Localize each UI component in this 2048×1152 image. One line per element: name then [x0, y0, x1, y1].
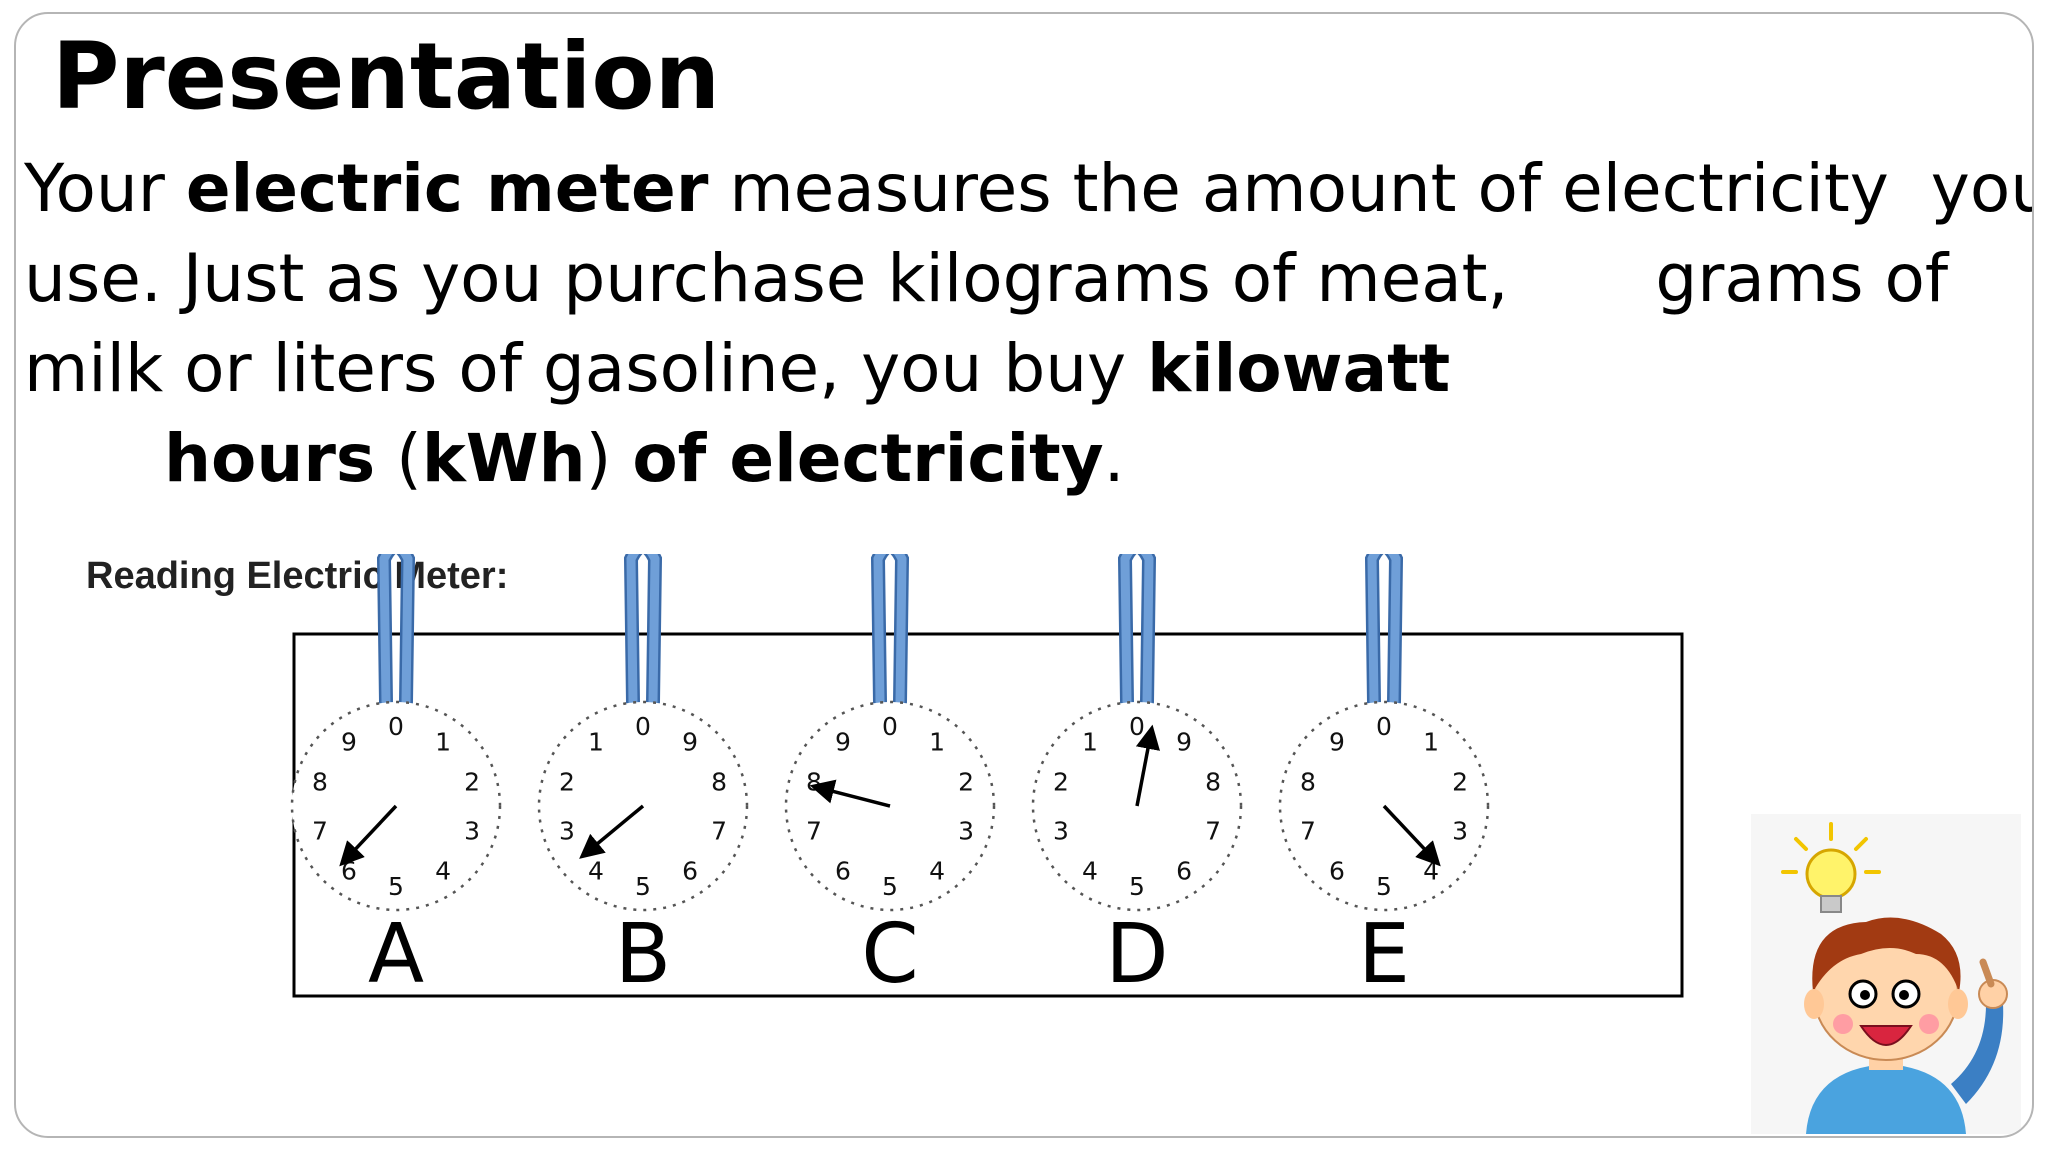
dial-number: 8 [1205, 767, 1221, 796]
dial-number: 5 [1129, 872, 1145, 901]
dial-number: 1 [1082, 727, 1098, 756]
dial-number: 9 [682, 727, 698, 756]
dial-number: 7 [806, 817, 822, 846]
dial-number: 6 [682, 857, 698, 886]
dials-group: 0123456789A0987654321B0123456789C0987654… [290, 554, 1490, 1002]
dial-number: 3 [464, 817, 480, 846]
dial-letter-label: C [861, 907, 918, 1002]
paragraph-line-2: use. Just as you purchase kilograms of m… [24, 240, 1949, 317]
dial-number: 4 [1082, 857, 1098, 886]
dial-number: 5 [882, 872, 898, 901]
dial-number: 7 [312, 817, 328, 846]
wire-loop [379, 554, 413, 707]
dial-number: 9 [1329, 727, 1345, 756]
dial-number: 3 [1053, 817, 1069, 846]
dial-number: 8 [806, 767, 822, 796]
dial-number: 3 [1452, 817, 1468, 846]
dial-number: 5 [635, 872, 651, 901]
dial-number: 8 [312, 767, 328, 796]
wire-loop [873, 554, 907, 707]
text-segment: ( [375, 420, 422, 497]
dial-number: 7 [1205, 817, 1221, 846]
dial-number: 2 [1053, 767, 1069, 796]
dial-number: 9 [1176, 727, 1192, 756]
text-segment: measures the amount of electricity you [708, 150, 2034, 227]
slide-paragraph: Your electric meter measures the amount … [24, 144, 2034, 504]
dial-number: 6 [1176, 857, 1192, 886]
dial-number: 8 [711, 767, 727, 796]
dial-number: 8 [1300, 767, 1316, 796]
dial-number: 3 [958, 817, 974, 846]
dial-number: 4 [588, 857, 604, 886]
bold-term-of-electricity: of electricity [632, 420, 1104, 497]
dial-number: 7 [711, 817, 727, 846]
dial-number: 6 [1329, 857, 1345, 886]
meter-dial-c: 0 12 34 5 67 89C [784, 554, 996, 1002]
dial-number: 2 [1452, 767, 1468, 796]
dial-number: 7 [1300, 817, 1316, 846]
dial-letter-label: B [615, 907, 671, 1002]
meter-heading: Reading Electric Meter: [86, 555, 508, 597]
dial-pointer [1135, 724, 1160, 807]
dial-number: 2 [464, 767, 480, 796]
dial-number: 0 [1129, 712, 1145, 741]
dial-number: 0 [1376, 712, 1392, 741]
dial-number: 5 [1376, 872, 1392, 901]
bold-term-kwh: kWh [421, 420, 586, 497]
dial-number: 1 [588, 727, 604, 756]
dial-number: 4 [435, 857, 451, 886]
dial-number: 0 [882, 712, 898, 741]
electric-meter-diagram: Reading Electric Meter: 0123456789A09876… [86, 554, 1684, 1002]
dial-number: 6 [835, 857, 851, 886]
dial-number: 1 [929, 727, 945, 756]
dial-number: 1 [435, 727, 451, 756]
dial-number: 1 [1423, 727, 1439, 756]
dial-number: 9 [341, 727, 357, 756]
text-segment: . [1103, 420, 1125, 497]
wire-loop [626, 554, 660, 707]
dial-number: 2 [958, 767, 974, 796]
dial-number: 2 [559, 767, 575, 796]
meter-dial-d: 0 98 76 5 43 21D [1031, 554, 1243, 1002]
dial-letter-label: A [368, 907, 424, 1002]
dial-number: 5 [388, 872, 404, 901]
dial-number: 9 [835, 727, 851, 756]
bold-term-kilowatt: kilowatt [1147, 330, 1451, 407]
paragraph-line-4: hours (kWh) of electricity. [24, 414, 2032, 504]
paragraph-line-3: milk or liters of gasoline, you buy kilo… [24, 324, 2032, 414]
boy-idea-icon [1751, 814, 2021, 1134]
dial-letter-label: D [1105, 907, 1168, 1002]
bold-term-electric-meter: electric meter [185, 150, 709, 227]
dial-pointer [1382, 804, 1441, 867]
dial-pointer [579, 804, 645, 859]
dial-number: 0 [635, 712, 651, 741]
wire-loop [1120, 554, 1154, 707]
dial-number: 4 [929, 857, 945, 886]
paragraph-line-1: Your electric meter measures the amount … [24, 144, 2034, 234]
text-segment: ) [585, 420, 633, 497]
text-segment: milk or liters of gasoline, you buy [24, 330, 1148, 407]
bold-term-hours: hours [164, 420, 376, 497]
wire-loop [1367, 554, 1401, 707]
text-segment: Your [24, 150, 186, 227]
dial-pointer [339, 804, 398, 867]
dial-number: 3 [559, 817, 575, 846]
slide-title: Presentation [52, 23, 721, 130]
meter-dial-b: 0 98 76 5 43 21B [537, 554, 749, 1002]
dial-letter-label: E [1358, 907, 1410, 1002]
slide: Presentation Your electric meter measure… [14, 12, 2034, 1138]
dial-number: 0 [388, 712, 404, 741]
dial-pointer [809, 779, 891, 808]
